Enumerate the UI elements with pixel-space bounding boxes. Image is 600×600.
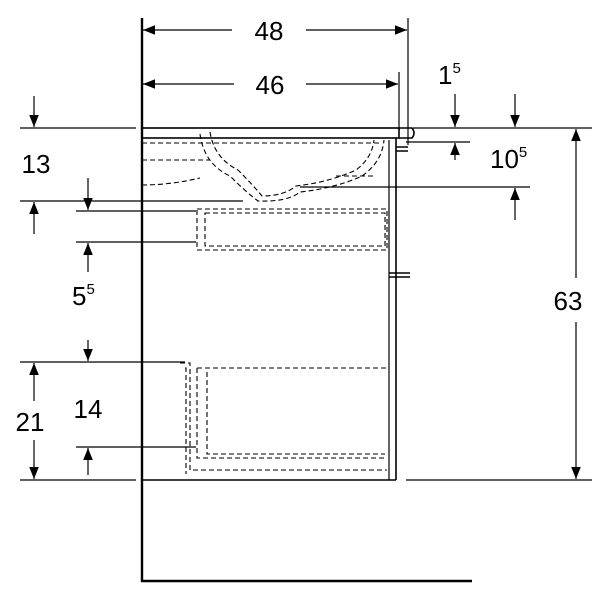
basin-depth-label: 105: [490, 144, 527, 174]
lower-handle: [389, 272, 410, 278]
upper-handle: [396, 146, 408, 152]
dimension-lower-height: 21: [16, 363, 45, 479]
cabinet: [141, 127, 415, 481]
dimension-upper-offset: 13: [22, 96, 51, 234]
total-width-label: 48: [255, 16, 284, 46]
dimension-lower-drawer-height: 14: [74, 340, 103, 475]
lower-drawer-outline: [180, 362, 387, 474]
dimension-top-thickness: 15: [438, 60, 461, 160]
upper-drawer-height-base: 5: [72, 281, 86, 311]
lower-height-label: 21: [16, 407, 45, 437]
basin-outline: [141, 131, 385, 202]
extension-lines: [20, 18, 592, 481]
basin-depth-sup: 5: [519, 144, 527, 161]
lower-drawer-height-label: 14: [74, 394, 103, 424]
upper-drawer-outline: [196, 208, 388, 251]
top-thickness-sup: 5: [452, 60, 460, 77]
top-thickness-base: 1: [438, 60, 452, 90]
dimension-total-height: 63: [554, 129, 583, 479]
upper-offset-label: 13: [22, 149, 51, 179]
cabinet-width-label: 46: [256, 70, 285, 100]
dimension-total-width: 48: [143, 16, 407, 46]
total-height-label: 63: [554, 286, 583, 316]
dimension-upper-drawer-height: 55: [72, 178, 95, 311]
countertop-edge: [399, 127, 415, 139]
top-thickness-label: 15: [438, 60, 461, 90]
dimension-cabinet-width: 46: [143, 70, 398, 100]
countertop: [141, 127, 400, 139]
dimension-basin-depth: 105: [490, 94, 527, 220]
upper-drawer-height-sup: 5: [86, 281, 94, 298]
basin-depth-base: 10: [490, 144, 519, 174]
upper-drawer-height-label: 55: [72, 281, 95, 311]
